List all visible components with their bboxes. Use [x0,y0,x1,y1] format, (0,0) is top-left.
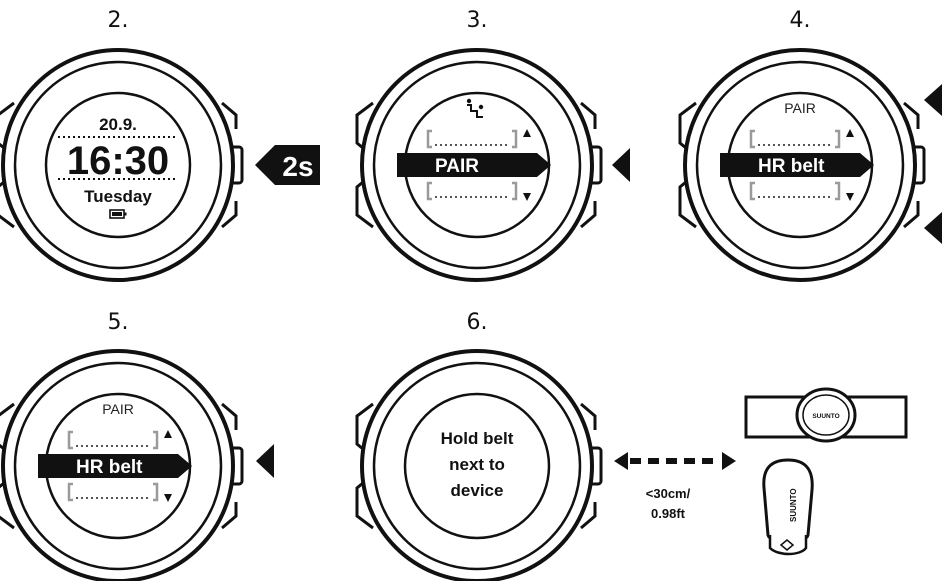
menu-header: PAIR [102,401,134,417]
step-number-2: 2. [107,8,129,33]
press-button-arrow [612,148,630,182]
hold-duration-label: 2s [282,151,313,182]
menu-selected-label: PAIR [435,156,479,177]
battery-icon [109,209,127,219]
watch-step-5: PAIR HR belt [0,349,244,581]
menu-header: PAIR [784,100,816,116]
step-number-3: 3. [466,8,488,33]
menu-selected-label: HR belt [758,156,825,177]
press-up-arrow [924,84,942,116]
watch-step-3: PAIR [355,48,603,282]
scroll-up-icon [523,129,531,137]
watch-step-4: PAIR HR belt [678,48,926,282]
scroll-up-icon [164,430,172,438]
pod-brand-label: SUUNTO [789,488,798,522]
step-number-6: 6. [466,310,488,335]
scroll-down-icon [164,494,172,502]
scroll-up-icon [846,129,854,137]
menu-selected-label: HR belt [76,457,143,478]
step-number-4: 4. [789,8,811,33]
message-line-3: device [451,481,504,500]
press-hold-arrow: 2s [255,145,320,185]
press-down-arrow [924,212,942,244]
time-text: 16:30 [67,139,169,183]
foot-pod-icon: SUUNTO [762,458,814,556]
distance-label-imperial: 0.98ft [651,506,686,521]
hr-belt-icon: SUUNTO [744,387,908,443]
scroll-down-icon [846,193,854,201]
step-number-5: 5. [107,310,129,335]
day-text: Tuesday [84,187,152,206]
watch-step-6: Hold belt next to device [355,349,603,581]
date-text: 20.9. [99,115,137,134]
distance-arrow [614,452,736,470]
distance-label-metric: <30cm/ [646,486,691,501]
watch-step-2: 20.9. 16:30 Tuesday [0,48,244,282]
pair-icon [466,98,484,118]
scroll-down-icon [523,193,531,201]
press-button-arrow [256,444,274,478]
message-line-2: next to [449,455,505,474]
message-line-1: Hold belt [441,429,514,448]
belt-brand-label: SUUNTO [812,413,839,420]
